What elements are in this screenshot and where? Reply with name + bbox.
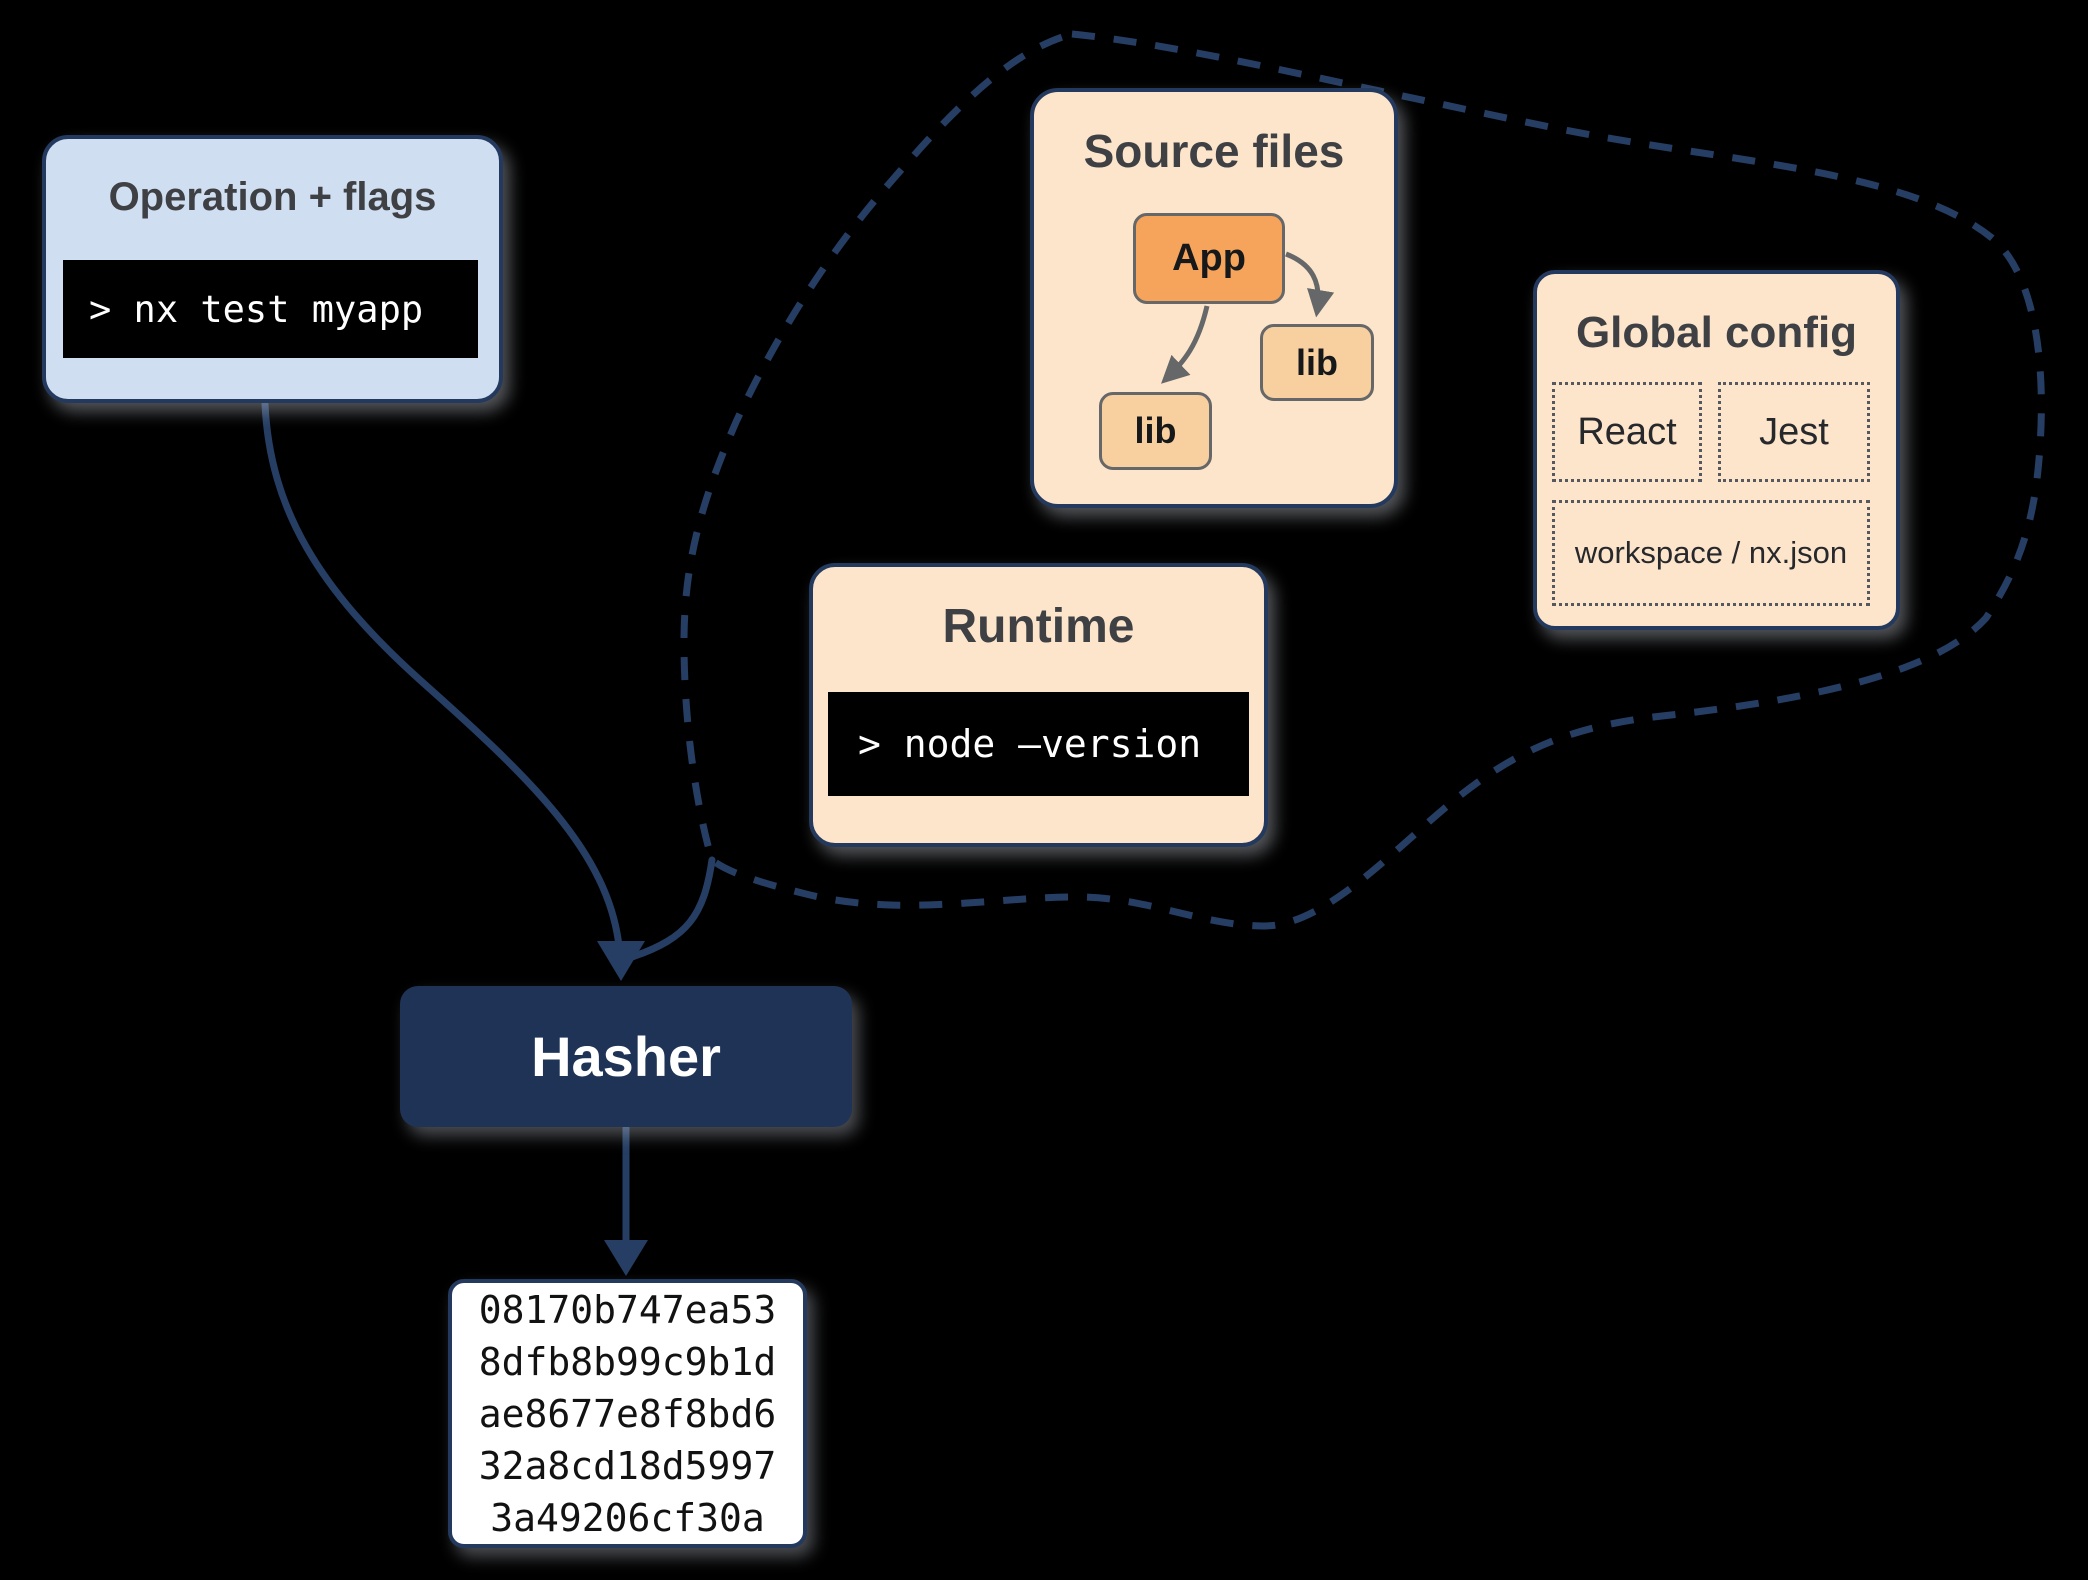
config-item-react: React — [1552, 382, 1702, 482]
hash-output-box: 08170b747ea53 8dfb8b99c9b1d ae8677e8f8bd… — [448, 1279, 807, 1548]
hash-line: 3a49206cf30a — [490, 1495, 765, 1540]
runtime-terminal: > node –version — [828, 692, 1249, 796]
operation-command: > nx test myapp — [89, 287, 424, 331]
hash-line: 8dfb8b99c9b1d — [478, 1339, 777, 1384]
arrow-operation-to-hasher — [261, 400, 623, 950]
global-config-box: Global config React Jest workspace / nx.… — [1533, 270, 1900, 630]
hash-line: ae8677e8f8bd6 — [478, 1391, 777, 1436]
source-files-title: Source files — [1083, 125, 1345, 177]
operation-flags-box: Operation + flags > nx test myapp — [42, 135, 503, 403]
edge-app-to-lib-left — [1161, 305, 1210, 384]
project-graph-arrows — [1161, 251, 1335, 384]
config-item-workspace-nxjson: workspace / nx.json — [1552, 500, 1870, 606]
global-config-title: Global config — [1575, 308, 1858, 357]
runtime-box: Runtime > node –version — [809, 563, 1268, 847]
hash-line: 32a8cd18d5997 — [478, 1443, 777, 1488]
hash-line: 08170b747ea53 — [478, 1287, 777, 1332]
lib-node-left: lib — [1099, 392, 1212, 470]
lib-node-left-label: lib — [1134, 410, 1177, 451]
app-node-label: App — [1172, 237, 1246, 279]
lib-node-right: lib — [1260, 324, 1374, 401]
operation-terminal: > nx test myapp — [63, 260, 478, 358]
config-item-jest: Jest — [1718, 382, 1870, 482]
lib-node-right-label: lib — [1296, 341, 1338, 383]
edge-app-to-lib-right — [1285, 251, 1335, 318]
arrowhead-into-hasher — [597, 941, 645, 981]
runtime-title: Runtime — [942, 600, 1135, 653]
cloud-outline — [680, 30, 2045, 930]
arrowhead-into-hash — [604, 1240, 648, 1276]
app-node: App — [1133, 213, 1285, 304]
runtime-command: > node –version — [858, 722, 1202, 766]
operation-flags-title: Operation + flags — [108, 175, 437, 219]
source-files-box: Source files App lib lib — [1030, 88, 1398, 508]
arrow-cloud-to-hasher — [628, 856, 716, 961]
hasher-box: Hasher — [400, 986, 852, 1127]
